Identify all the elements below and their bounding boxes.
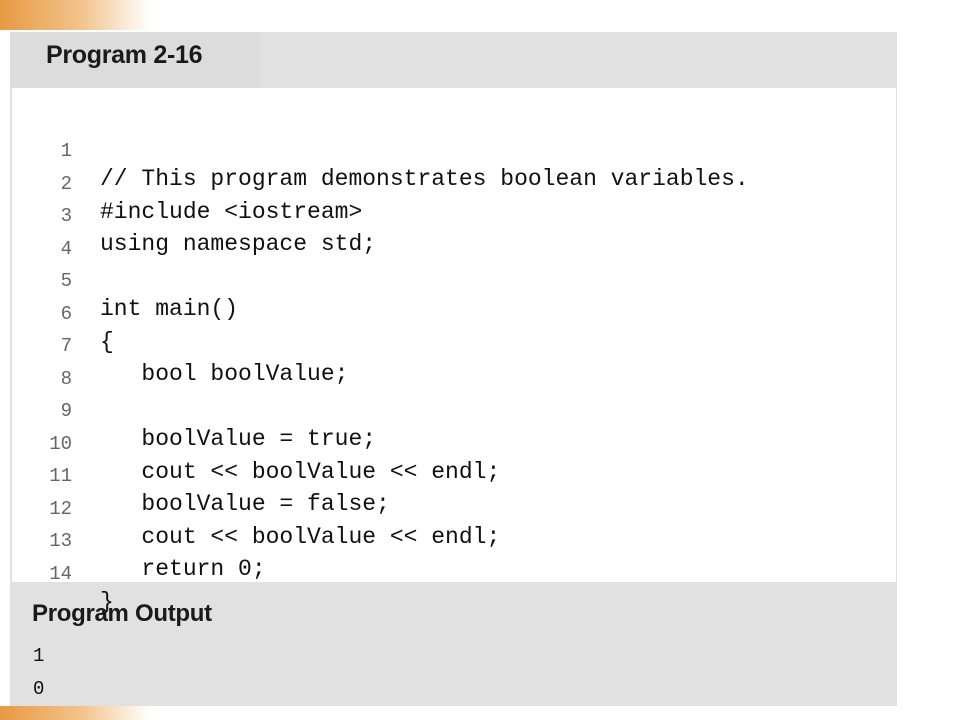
code-line: 10 cout << boolValue << endl; [12,407,500,485]
code-text: int main() [100,296,239,322]
code-text: boolValue = true; [100,426,377,452]
output-line: 1 [33,645,45,667]
line-number: 7 [60,335,72,357]
code-line: 8 [12,342,72,390]
bottom-accent-bar [0,706,150,720]
code-text: bool boolValue; [100,361,349,387]
code-text: boolValue = false; [100,491,390,517]
code-line: 9 boolValue = true; [12,374,376,452]
line-number: 3 [60,205,72,227]
code-text: cout << boolValue << endl; [100,458,501,485]
code-line: 14 } [12,537,114,615]
code-text: } [100,588,114,615]
program-title: Program 2-16 [46,41,203,69]
code-line: 12 cout << boolValue << endl; [12,472,500,550]
line-number: 6 [60,302,72,325]
code-line: 11 boolValue = false; [12,439,390,517]
code-line: 6 { [12,277,114,355]
title-tab [10,32,260,88]
line-number: 9 [60,400,72,422]
code-text: cout << boolValue << endl; [100,523,501,550]
line-number: 11 [49,465,72,487]
line-number: 10 [49,432,72,455]
line-number: 5 [60,270,72,292]
code-listing: 1 // This program demonstrates boolean v… [12,88,896,615]
output-heading: Program Output [32,600,212,627]
code-line: 5 int main() [12,244,238,322]
code-line: 3 using namespace std; [12,179,376,257]
line-number: 2 [60,172,72,195]
top-accent-bar [0,0,150,30]
code-text: using namespace std; [100,231,377,257]
code-line: 13 return 0; [12,504,265,582]
code-text: #include <iostream> [100,198,363,225]
line-number: 13 [49,530,72,552]
line-number: 14 [49,562,72,585]
code-text: // This program demonstrates boolean var… [100,166,749,192]
output-line: 0 [33,678,45,700]
line-number: 4 [60,237,72,260]
code-line: 7 bool boolValue; [12,309,349,387]
code-line: 2 #include <iostream> [12,147,363,225]
code-text: return 0; [100,556,266,582]
line-number: 1 [60,140,72,162]
code-text: { [100,328,114,355]
code-line: 4 [12,212,72,260]
line-number: 8 [60,367,72,390]
code-line: 1 // This program demonstrates boolean v… [12,114,749,192]
line-number: 12 [49,497,72,520]
